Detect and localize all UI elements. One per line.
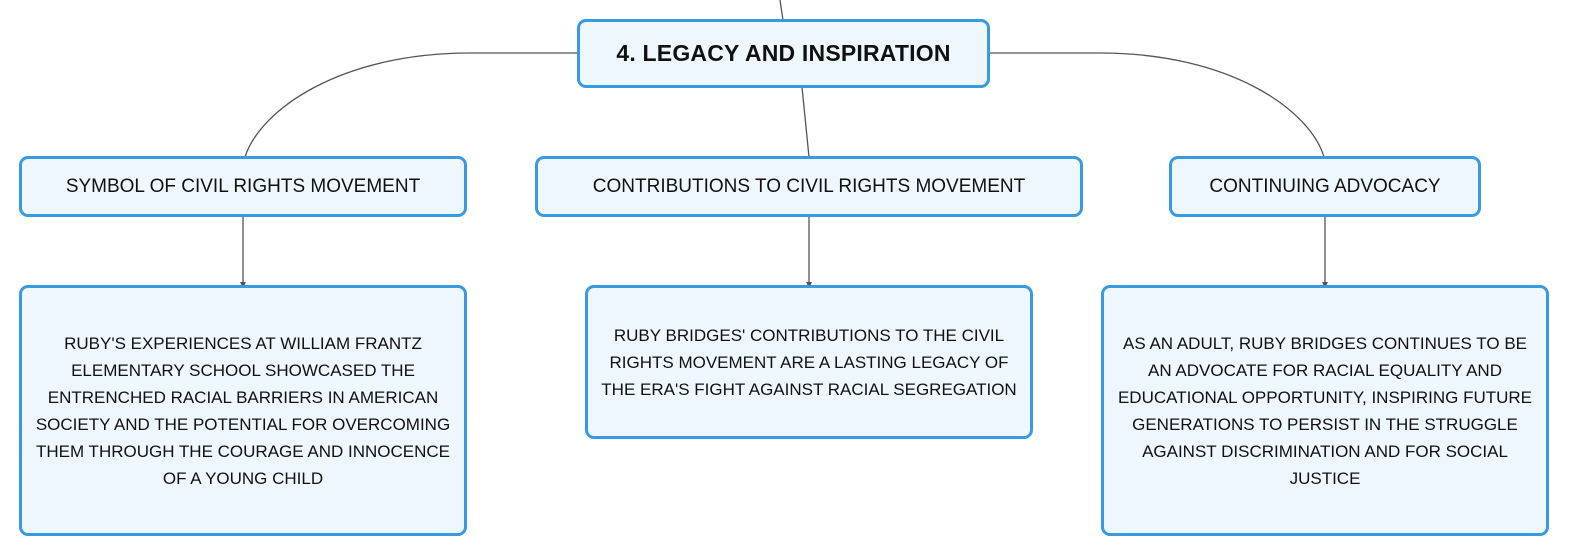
detail-node-advocacy[interactable]: AS AN ADULT, RUBY BRIDGES CONTINUES TO B… (1101, 285, 1549, 536)
topic-label: CONTINUING ADVOCACY (1209, 175, 1441, 197)
detail-text: RUBY BRIDGES' CONTRIBUTIONS TO THE CIVIL… (601, 325, 1017, 399)
detail-node-contributions[interactable]: RUBY BRIDGES' CONTRIBUTIONS TO THE CIVIL… (585, 285, 1033, 439)
connector-from-parent (779, 0, 784, 21)
connector-root-to-advocacy (989, 52, 1325, 158)
topic-label: SYMBOL OF CIVIL RIGHTS MOVEMENT (65, 175, 421, 197)
detail-text: RUBY'S EXPERIENCES AT WILLIAM FRANTZ ELE… (35, 333, 451, 488)
root-node[interactable]: 4. LEGACY AND INSPIRATION (577, 19, 990, 88)
topic-node-contributions[interactable]: CONTRIBUTIONS TO CIVIL RIGHTS MOVEMENT (535, 156, 1083, 217)
connector-root-to-symbol (244, 52, 579, 158)
topic-node-advocacy[interactable]: CONTINUING ADVOCACY (1169, 156, 1481, 217)
detail-node-symbol[interactable]: RUBY'S EXPERIENCES AT WILLIAM FRANTZ ELE… (19, 285, 467, 536)
topic-node-symbol[interactable]: SYMBOL OF CIVIL RIGHTS MOVEMENT (19, 156, 467, 217)
connector-root-to-contributions (801, 86, 810, 158)
root-label: 4. LEGACY AND INSPIRATION (616, 40, 951, 66)
topic-label: CONTRIBUTIONS TO CIVIL RIGHTS MOVEMENT (592, 175, 1026, 197)
detail-text: AS AN ADULT, RUBY BRIDGES CONTINUES TO B… (1117, 333, 1533, 488)
